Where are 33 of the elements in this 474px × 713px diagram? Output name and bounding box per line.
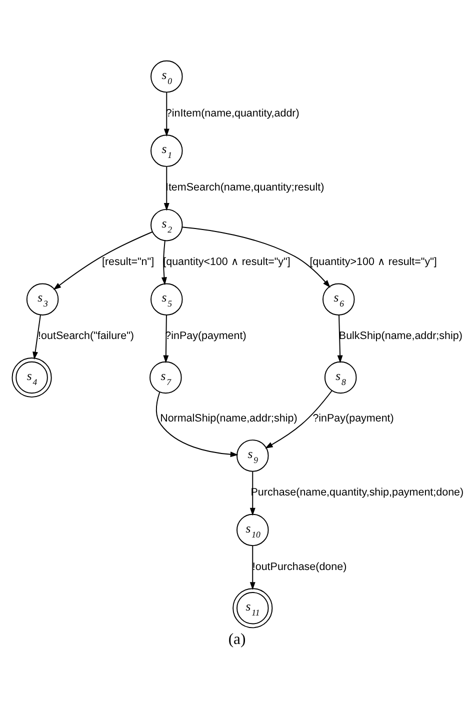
node-circle: s$_{7}$ <box>150 360 182 394</box>
arrow <box>264 390 332 448</box>
edge-label: !outSearch("failure") <box>38 330 134 342</box>
node-circle: s$_{1}$ <box>150 134 183 166</box>
edge-label: NormalShip(name,addr;ship) <box>160 412 298 424</box>
edge-label: [quantity<100 ∧ result="y"] <box>163 255 290 268</box>
node-circle: s$_{10}$ <box>236 513 269 546</box>
node-circle: s$_{0}$ <box>150 60 183 92</box>
arrow <box>156 391 238 457</box>
node-circle: s$_{9}$ <box>236 439 269 472</box>
node-circle: s$_{6}$ <box>322 282 355 315</box>
node-circle: s$_{11}$ <box>232 588 273 628</box>
node-circle: s$_{5}$ <box>150 282 183 315</box>
arrow <box>53 230 153 290</box>
arrow <box>182 226 330 288</box>
node-circle: s$_{3}$ <box>26 282 59 315</box>
arrow <box>250 544 256 590</box>
arrow <box>161 240 167 285</box>
arrow <box>164 92 170 136</box>
caption: (a) <box>228 630 246 648</box>
edge-label: ?inPay(payment) <box>312 412 394 424</box>
node-circle: s$_{4}$ <box>12 356 52 398</box>
arrow <box>163 314 169 363</box>
arrow <box>337 314 343 363</box>
edge-label: ItemSearch(name,quantity;result) <box>165 181 324 194</box>
node-circle: s$_{8}$ <box>324 360 357 394</box>
edge-label: [result="n"] <box>102 255 154 268</box>
edge-label: !outPurchase(done) <box>252 560 347 572</box>
arrow <box>32 314 41 360</box>
arrow <box>164 166 170 210</box>
node-circle: s$_{2}$ <box>150 208 183 241</box>
edge-label: ?inItem(name,quantity,addr) <box>166 106 300 119</box>
edge-label: [quantity>100 ∧ result="y"] <box>310 255 437 268</box>
